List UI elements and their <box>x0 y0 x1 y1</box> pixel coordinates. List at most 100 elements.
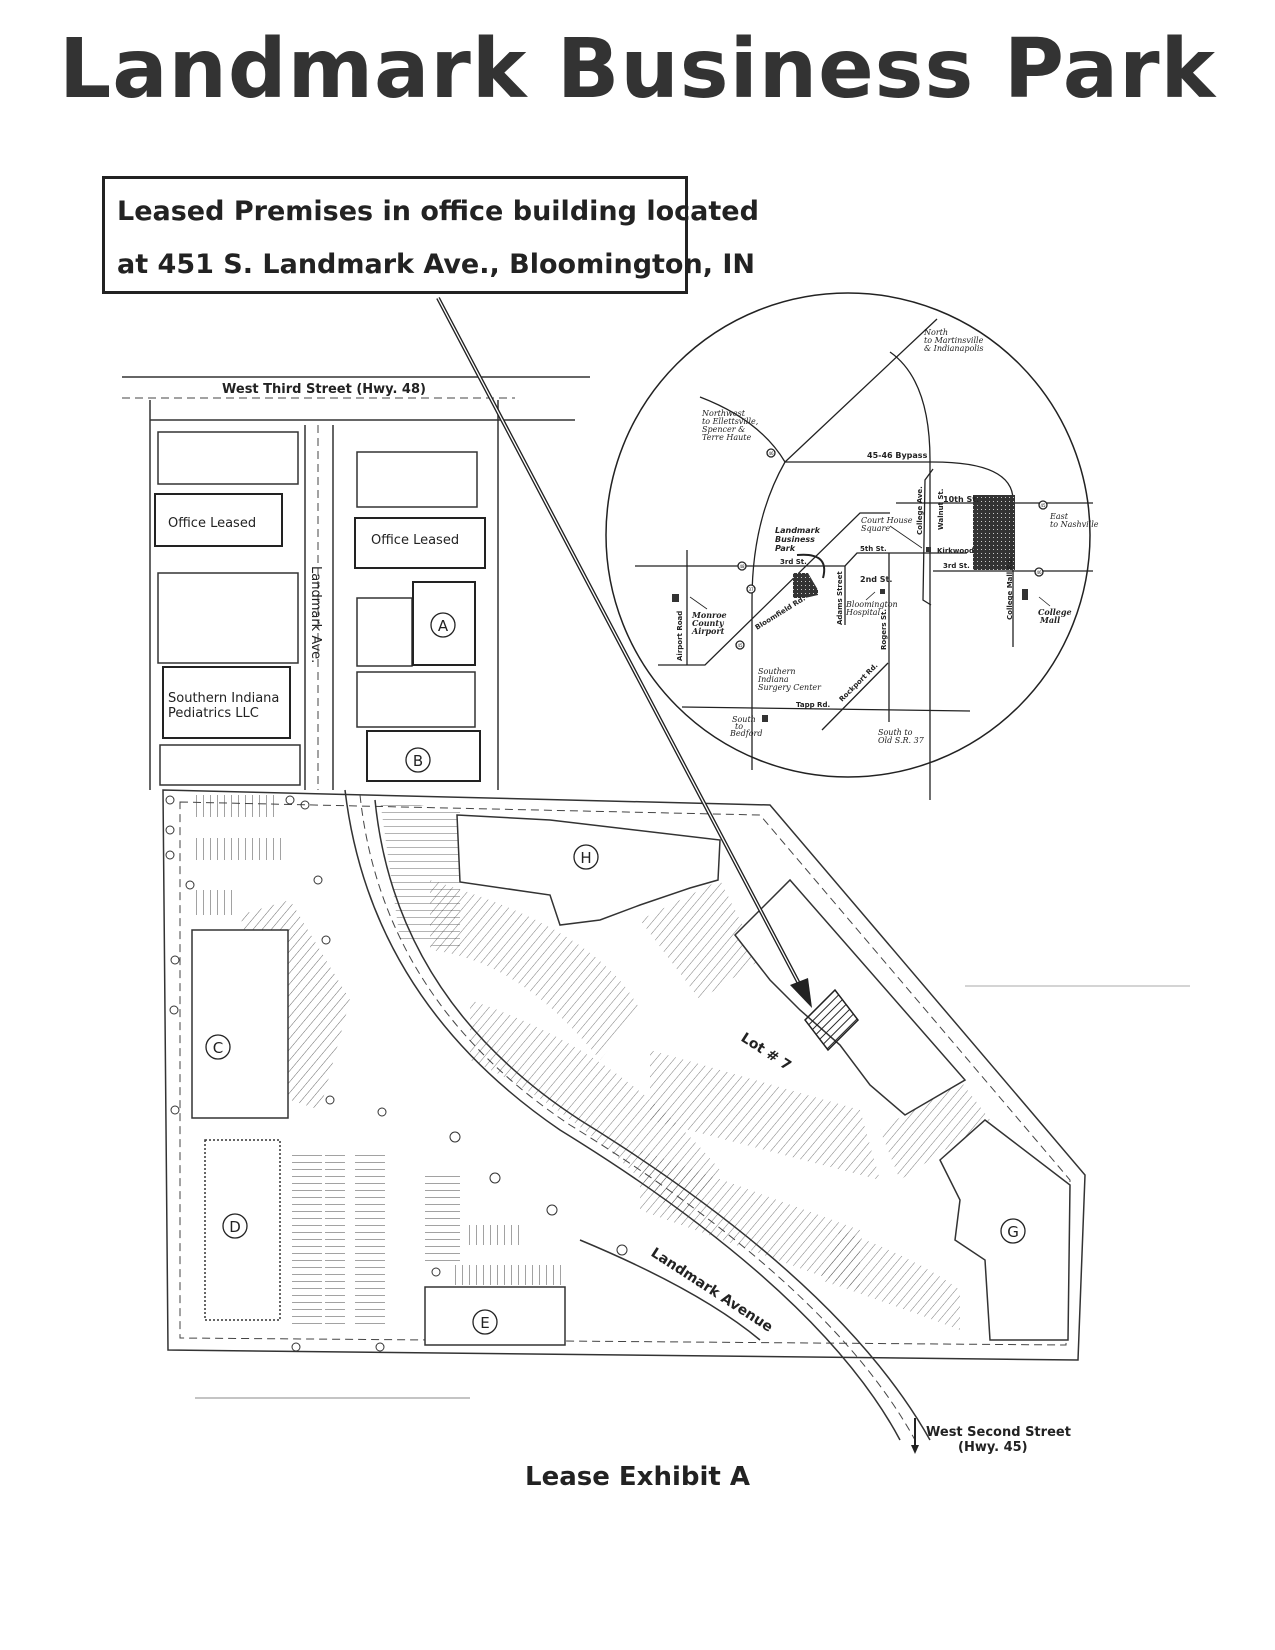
rogers-street-label: Rogers St. <box>880 609 888 650</box>
pediatrics-building <box>162 666 291 739</box>
northwest-label: Spencer & <box>702 425 745 434</box>
hospital-marker <box>880 589 885 594</box>
college-mall-marker <box>1022 589 1028 600</box>
office-leased-left <box>154 493 283 547</box>
hospital-label: Bloomington <box>845 600 898 609</box>
pediatrics-label-2: Pediatrics LLC <box>168 706 259 721</box>
setback-line <box>179 801 1071 1346</box>
college-mall-label: Mall <box>1039 615 1060 625</box>
building-lot <box>157 431 299 485</box>
route-shield: 45 <box>1040 503 1046 508</box>
landmark-ave-north: Landmark Ave. <box>149 400 499 790</box>
landmark-inset-label: Landmark <box>775 526 821 535</box>
building-g-label: G <box>1007 1223 1019 1241</box>
landmark-ave-vertical-label: Landmark Ave. <box>308 566 323 663</box>
building-b-label: B <box>413 752 423 770</box>
courthouse-label: Square <box>861 524 890 533</box>
inset-location-map: North to Martinsville & Indianapolis Nor… <box>605 292 1099 800</box>
building-e <box>424 1286 566 1346</box>
office-leased-left-label: Office Leased <box>168 516 256 531</box>
building-lot <box>356 597 413 667</box>
page-title: Landmark Business Park <box>58 22 1217 117</box>
kirkwood-label: Kirkwood <box>937 547 974 555</box>
tapp-road-label: Tapp Rd. <box>796 701 830 709</box>
northwest-label: Northwest <box>701 409 746 418</box>
leased-premises-callout: Leased Premises in office building locat… <box>102 176 759 294</box>
west-second-label-2: (Hwy. 45) <box>958 1440 1028 1455</box>
landmark-avenue-label: Landmark Avenue <box>648 1245 776 1336</box>
route-shield: 37 <box>748 587 754 592</box>
office-leased-right <box>354 517 486 569</box>
hospital-label: Hospital <box>845 608 881 617</box>
callout-line-2: at 451 S. Landmark Ave., Bloomington, IN <box>117 249 755 280</box>
route-shield: 46 <box>768 451 774 456</box>
airport-road-label: Airport Road <box>676 611 684 661</box>
building-c-label: C <box>213 1039 223 1057</box>
airport-marker <box>672 594 679 602</box>
north-label: to Martinsville <box>924 336 984 345</box>
surgery-center-marker <box>762 715 768 722</box>
landmark-pointer-arrow <box>796 553 826 579</box>
building-a-label: A <box>438 617 449 635</box>
north-label: North <box>923 328 948 337</box>
landmark-inset-label: Park <box>775 544 796 553</box>
northwest-label: Terre Haute <box>702 433 751 442</box>
east-nashville-label: East <box>1049 512 1069 521</box>
bypass-label: 45-46 Bypass <box>867 451 928 460</box>
site-boundary <box>162 789 1086 1361</box>
west-second-street: West Second Street (Hwy. 45) <box>911 1418 1071 1455</box>
airport-label: County <box>692 618 725 628</box>
second-street-label: 2nd St. <box>860 575 892 584</box>
landscape-trees <box>165 795 628 1352</box>
callout-line-1: Leased Premises in office building locat… <box>117 196 759 227</box>
pediatrics-label-1: Southern Indiana <box>168 691 279 706</box>
building-d-label: D <box>229 1218 241 1236</box>
courthouse-label: Court House <box>861 516 913 525</box>
indiana-university-campus <box>973 495 1015 570</box>
south-37-label: South to <box>878 728 913 737</box>
college-mall-road-label: College Mall Rd. <box>1006 556 1014 620</box>
building-h <box>456 814 721 926</box>
airport-label: Airport <box>691 626 725 636</box>
third-street-east-label: 3rd St. <box>943 562 970 570</box>
adams-street-label: Adams Street <box>836 571 844 625</box>
route-shield: 48 <box>739 564 745 569</box>
surgery-center-label: Indiana <box>757 675 789 684</box>
south-bedford-label: to <box>735 722 743 731</box>
lease-exhibit-label: Lease Exhibit A <box>525 1462 750 1492</box>
building-a <box>412 581 476 666</box>
building-c <box>191 929 289 1119</box>
building-h-label: H <box>580 849 591 867</box>
northwest-label: to Ellettsville, <box>702 417 758 426</box>
landmark-location-marker <box>793 573 818 598</box>
route-shield: 45 <box>737 643 743 648</box>
college-ave-label: College Ave. <box>916 486 924 535</box>
lot-7-building <box>734 878 967 1116</box>
fifth-street-label: 5th St. <box>860 545 887 553</box>
west-third-street: West Third Street (Hwy. 48) <box>122 376 590 421</box>
north-label: & Indianapolis <box>924 344 984 353</box>
landmark-inset-label: Business <box>775 535 815 544</box>
east-nashville-label: to Nashville <box>1050 520 1099 529</box>
callout-pointer-arrow <box>436 297 812 1008</box>
courthouse-marker <box>926 547 931 552</box>
airport-label: Monroe <box>691 610 727 620</box>
west-second-label-1: West Second Street <box>926 1425 1071 1440</box>
college-mall-label: College <box>1038 607 1072 617</box>
south-bedford-label: South <box>732 715 756 724</box>
south-bedford-label: Bedford <box>729 729 762 738</box>
building-lot <box>356 451 478 508</box>
building-lot <box>356 671 476 728</box>
surgery-center-label: Surgery Center <box>758 683 822 692</box>
leased-premises-hatched <box>804 988 859 1052</box>
third-street-west-label: 3rd St. <box>780 558 807 566</box>
route-shields: 46 37 48 45 46 45 <box>735 448 1048 650</box>
west-third-street-label: West Third Street (Hwy. 48) <box>222 382 426 397</box>
building-lot <box>159 744 301 786</box>
office-leased-right-label: Office Leased <box>371 533 459 548</box>
lot-7-label: Lot # 7 <box>738 1030 794 1074</box>
route-shield: 46 <box>1036 570 1042 575</box>
building-lot <box>157 572 299 664</box>
south-37-label: Old S.R. 37 <box>878 736 925 745</box>
